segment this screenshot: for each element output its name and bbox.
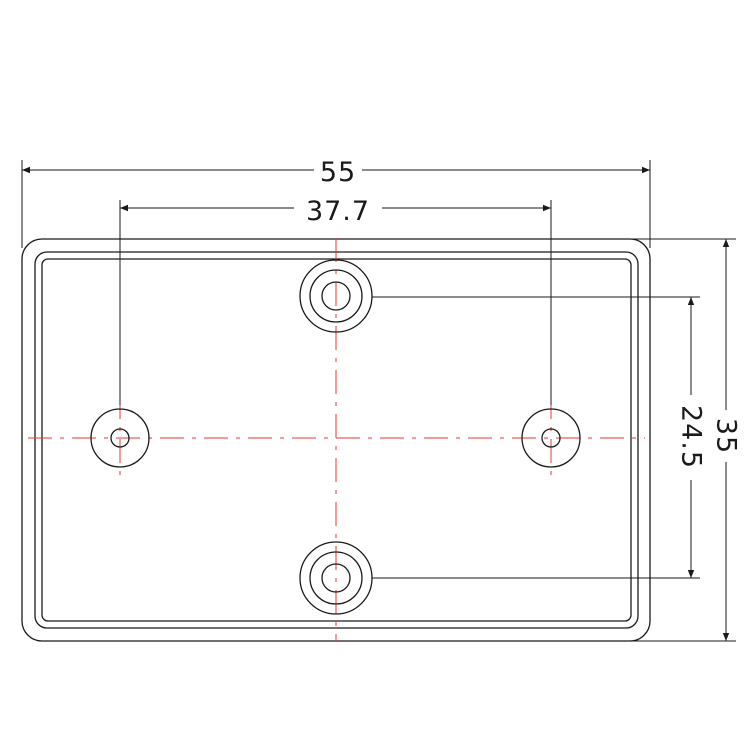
dimension-overall-height: 35	[628, 238, 742, 642]
dimension-label-hole-spacing-horizontal: 37.7	[306, 196, 370, 227]
dimension-hole-spacing-vertical: 24.5	[372, 296, 707, 579]
plate-inner-edge	[34, 251, 639, 629]
top-boss-hole	[299, 259, 373, 333]
right-mounting-hole	[521, 408, 581, 468]
left-mounting-hole	[90, 408, 150, 468]
dimension-label-overall-height: 35	[711, 418, 742, 454]
dimension-hole-spacing-horizontal: 37.7	[119, 196, 552, 405]
dimension-label-hole-spacing-vertical: 24.5	[676, 405, 707, 469]
centerlines	[28, 238, 645, 642]
dimension-overall-width: 55	[21, 157, 651, 248]
dimension-label-overall-width: 55	[320, 157, 356, 188]
